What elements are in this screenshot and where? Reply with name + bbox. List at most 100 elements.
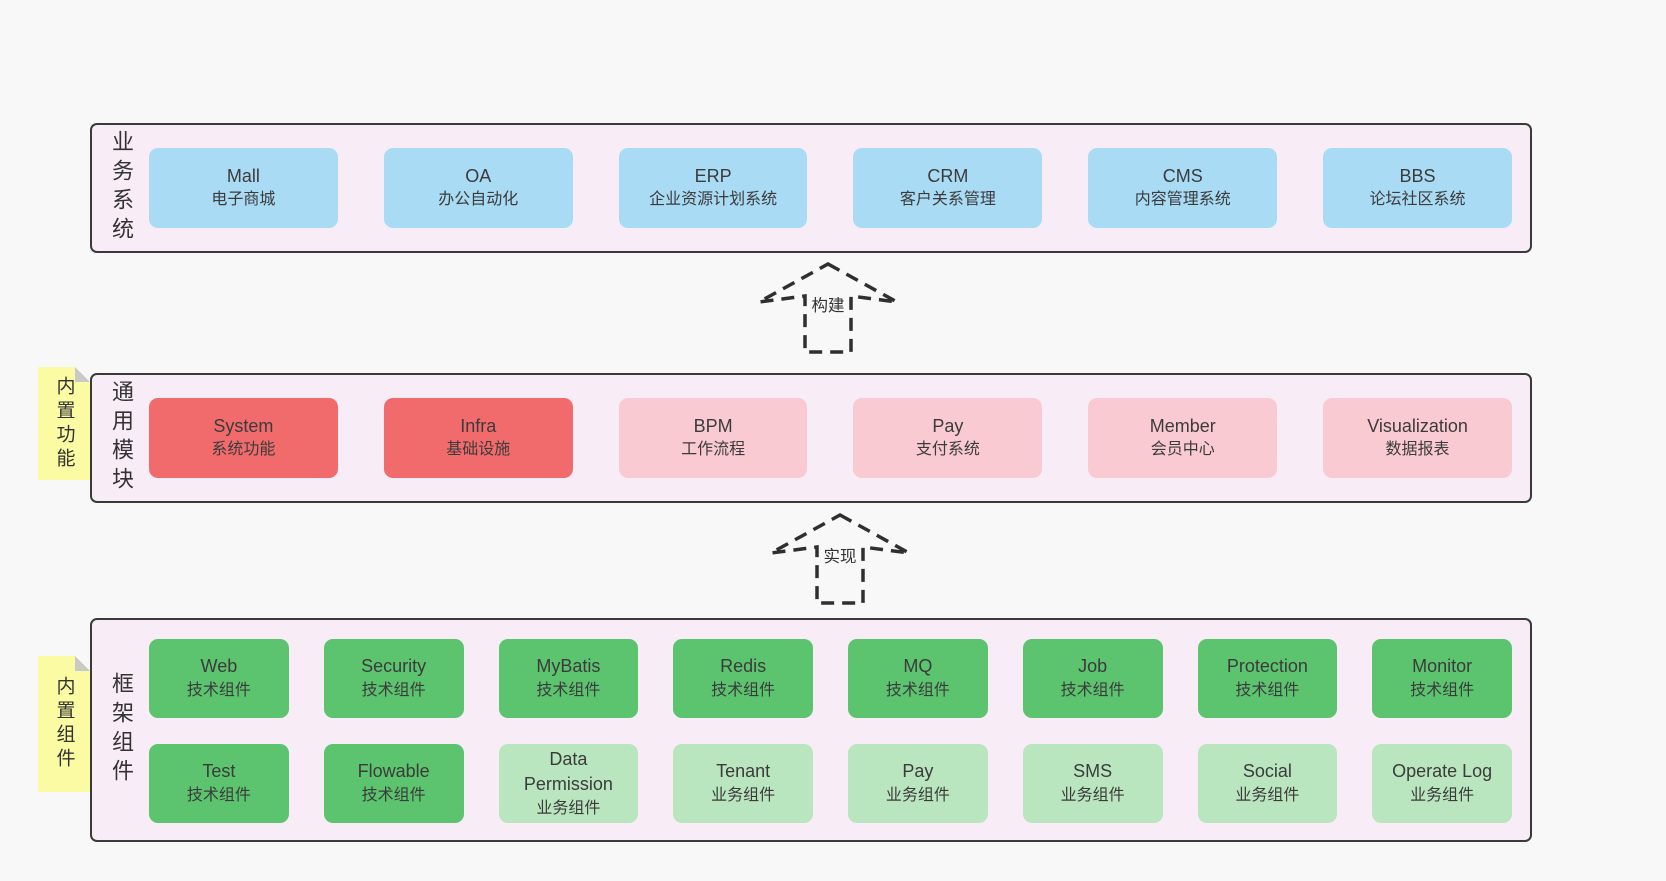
- box-name: Flowable: [357, 761, 430, 782]
- implement-arrow-label: 实现: [820, 542, 860, 569]
- box-mall: Mall 电子商城: [149, 148, 338, 228]
- box-protection: Protection 技术组件: [1197, 639, 1338, 718]
- box-sms: SMS 业务组件: [1022, 744, 1163, 823]
- box-name: ERP: [694, 165, 732, 186]
- box-job: Job 技术组件: [1022, 639, 1163, 718]
- box-tenant: Tenant 业务组件: [673, 744, 813, 823]
- box-web: Web 技术组件: [149, 639, 289, 718]
- box-name: Redis: [720, 656, 767, 677]
- box-data-permission: Data Permission 业务组件: [498, 744, 639, 823]
- framework-components-band: 框架组件 Web 技术组件 Security 技术组件 MyBatis 技术组件…: [90, 618, 1532, 842]
- box-cms: CMS 内容管理系统: [1088, 148, 1278, 228]
- box-monitor: Monitor 技术组件: [1372, 639, 1512, 718]
- box-name: Pay: [932, 415, 964, 436]
- box-desc: 企业资源计划系统: [649, 191, 778, 209]
- box-name: Tenant: [716, 761, 771, 782]
- box-operate-log: Operate Log 业务组件: [1372, 744, 1512, 823]
- dashed-up-arrow-icon: [758, 262, 898, 354]
- box-desc: 系统功能: [211, 441, 276, 459]
- box-desc: 技术组件: [1060, 681, 1125, 699]
- box-pay-module: Pay 支付系统: [853, 398, 1043, 478]
- box-name: Monitor: [1412, 656, 1473, 677]
- built-in-components-note: 内置组件: [38, 656, 90, 792]
- box-name: Job: [1078, 656, 1108, 677]
- framework-row-2: Test 技术组件 Flowable 技术组件 Data Permission …: [149, 744, 1512, 823]
- dashed-up-arrow-icon: [770, 513, 910, 605]
- box-name: Test: [202, 761, 236, 782]
- box-desc: 支付系统: [915, 441, 980, 459]
- framework-components-rows: Web 技术组件 Security 技术组件 MyBatis 技术组件 Redi…: [149, 639, 1512, 823]
- box-redis: Redis 技术组件: [673, 639, 813, 718]
- box-desc: 技术组件: [1235, 681, 1300, 699]
- box-name: BPM: [693, 415, 733, 436]
- box-flowable: Flowable 技术组件: [323, 744, 464, 823]
- implement-arrow: 实现: [767, 511, 913, 607]
- box-name: Web: [200, 656, 238, 677]
- framework-row-1: Web 技术组件 Security 技术组件 MyBatis 技术组件 Redi…: [149, 639, 1512, 718]
- box-name: Protection: [1226, 656, 1308, 677]
- box-desc: 内容管理系统: [1134, 191, 1231, 209]
- box-mybatis: MyBatis 技术组件: [498, 639, 639, 718]
- box-desc: 技术组件: [711, 681, 776, 699]
- box-bpm: BPM 工作流程: [618, 398, 808, 478]
- box-desc: 技术组件: [1410, 681, 1475, 699]
- box-desc: 工作流程: [681, 441, 746, 459]
- box-name: MQ: [903, 656, 933, 677]
- build-arrow: 构建: [755, 260, 901, 356]
- box-desc: 客户关系管理: [899, 191, 996, 209]
- box-desc: 技术组件: [885, 681, 950, 699]
- box-crm: CRM 客户关系管理: [853, 148, 1043, 228]
- box-desc: 基础设施: [446, 441, 511, 459]
- box-desc: 业务组件: [885, 786, 950, 804]
- box-security: Security 技术组件: [323, 639, 464, 718]
- box-bbs: BBS 论坛社区系统: [1323, 148, 1512, 228]
- box-erp: ERP 企业资源计划系统: [618, 148, 808, 228]
- box-infra: Infra 基础设施: [383, 398, 573, 478]
- box-desc: 业务组件: [711, 786, 776, 804]
- box-desc: 业务组件: [1410, 786, 1475, 804]
- box-desc: 数据报表: [1385, 441, 1450, 459]
- box-name: Security: [361, 656, 427, 677]
- box-desc: 办公自动化: [438, 191, 519, 209]
- box-desc: 技术组件: [536, 681, 601, 699]
- common-modules-band: 通用模块 System 系统功能 Infra 基础设施 BPM 工作流程 Pay…: [90, 373, 1532, 503]
- box-member: Member 会员中心: [1088, 398, 1278, 478]
- box-pay-component: Pay 业务组件: [848, 744, 988, 823]
- built-in-components-note-label: 内置组件: [53, 676, 75, 772]
- box-name: BBS: [1399, 165, 1436, 186]
- box-name: System: [213, 415, 274, 436]
- box-visualization: Visualization 数据报表: [1323, 398, 1512, 478]
- box-name: Social: [1242, 761, 1292, 782]
- box-name: Pay: [902, 761, 934, 782]
- box-oa: OA 办公自动化: [383, 148, 573, 228]
- box-name: OA: [465, 165, 492, 186]
- box-name: Operate Log: [1392, 761, 1493, 782]
- box-name: Infra: [460, 415, 497, 436]
- business-systems-band-label: 业务系统: [109, 130, 134, 246]
- box-name: SMS: [1073, 761, 1113, 782]
- box-system: System 系统功能: [149, 398, 338, 478]
- box-desc: 业务组件: [1060, 786, 1125, 804]
- common-modules-band-label: 通用模块: [109, 380, 134, 496]
- box-desc: 业务组件: [1235, 786, 1300, 804]
- common-modules-boxes: System 系统功能 Infra 基础设施 BPM 工作流程 Pay 支付系统…: [149, 398, 1512, 478]
- box-name: CRM: [927, 165, 969, 186]
- box-name: Visualization: [1367, 415, 1468, 436]
- box-desc: 论坛社区系统: [1369, 191, 1466, 209]
- box-name: Data Permission: [523, 748, 613, 795]
- box-mq: MQ 技术组件: [848, 639, 988, 718]
- box-name: Member: [1149, 415, 1216, 436]
- box-desc: 技术组件: [186, 681, 251, 699]
- built-in-functions-note-label: 内置功能: [53, 375, 75, 472]
- box-desc: 电子商城: [211, 191, 276, 209]
- box-social: Social 业务组件: [1197, 744, 1338, 823]
- box-desc: 业务组件: [536, 799, 601, 817]
- box-test: Test 技术组件: [149, 744, 289, 823]
- box-desc: 技术组件: [361, 681, 426, 699]
- box-desc: 技术组件: [361, 786, 426, 804]
- box-name: MyBatis: [536, 656, 601, 677]
- framework-components-band-label: 框架组件: [109, 672, 134, 788]
- built-in-functions-note: 内置功能: [38, 367, 90, 480]
- business-systems-boxes: Mall 电子商城 OA 办公自动化 ERP 企业资源计划系统 CRM 客户关系…: [149, 148, 1512, 228]
- box-desc: 会员中心: [1150, 441, 1215, 459]
